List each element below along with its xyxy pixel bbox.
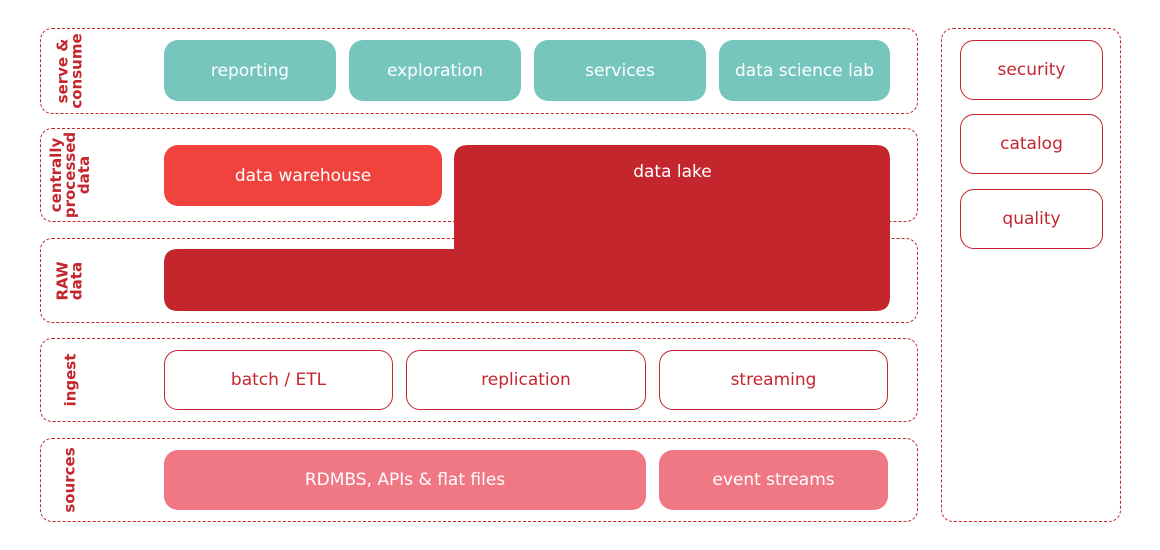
box-batch-etl[interactable]: batch / ETL: [164, 350, 393, 410]
box-security[interactable]: security: [960, 40, 1103, 100]
layer-raw-data: [40, 238, 918, 323]
layer-ingest: [40, 338, 918, 422]
box-catalog[interactable]: catalog: [960, 114, 1103, 174]
box-quality[interactable]: quality: [960, 189, 1103, 249]
layer-label-ingest: ingest: [61, 353, 79, 407]
box-data-science-lab[interactable]: data science lab: [719, 40, 890, 101]
box-rdmbs-apis-flat-files[interactable]: RDMBS, APIs & flat files: [164, 450, 646, 510]
layer-label-serve: serve & consume: [54, 33, 87, 109]
layer-sources: [40, 438, 918, 522]
governance-panel: [941, 28, 1121, 522]
layer-label-sources: sources: [61, 447, 79, 513]
layer-label-raw: RAW data: [54, 260, 86, 301]
layer-serve-consume: [40, 28, 918, 114]
data-lake-label: data lake: [633, 162, 712, 182]
box-streaming[interactable]: streaming: [659, 350, 888, 410]
layer-label-central: centrally processed data: [47, 131, 93, 219]
box-event-streams[interactable]: event streams: [659, 450, 888, 510]
box-replication[interactable]: replication: [406, 350, 646, 410]
box-reporting[interactable]: reporting: [164, 40, 336, 101]
box-exploration[interactable]: exploration: [349, 40, 521, 101]
box-data-warehouse[interactable]: data warehouse: [164, 145, 442, 206]
box-services[interactable]: services: [534, 40, 706, 101]
